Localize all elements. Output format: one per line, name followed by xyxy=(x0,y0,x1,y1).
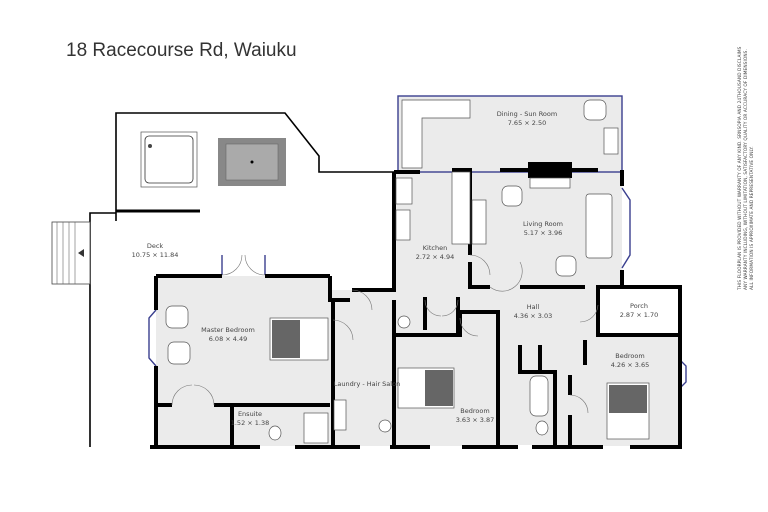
furniture xyxy=(165,99,650,444)
armchair xyxy=(583,99,607,121)
toilet xyxy=(535,420,549,436)
hall-name: Hall xyxy=(527,303,540,311)
armchair xyxy=(167,341,191,365)
laundry-tub xyxy=(333,399,347,431)
living-room-size: 5.17 × 3.96 xyxy=(524,229,563,237)
dining-room-size: 7.65 × 2.50 xyxy=(508,119,547,127)
sofa xyxy=(585,193,613,259)
bedroom-mid-size: 3.63 × 3.87 xyxy=(456,416,495,424)
laundry-name: Laundry - Hair Salon xyxy=(334,380,400,388)
master-bedroom-size: 6.08 × 4.49 xyxy=(209,335,248,343)
property-address-title: 18 Racecourse Rd, Waiuku xyxy=(66,40,297,61)
deck-size: 10.75 × 11.84 xyxy=(132,251,179,259)
deck-area xyxy=(51,112,394,447)
kitchen-island xyxy=(451,171,471,245)
tv-unit xyxy=(471,199,487,245)
door-swings xyxy=(171,254,599,414)
deck-name: Deck xyxy=(147,242,164,250)
basin xyxy=(378,419,392,433)
kitchen-sink xyxy=(395,209,411,241)
side-table xyxy=(603,127,619,155)
bedroom-right-size: 4.26 × 3.65 xyxy=(611,361,650,369)
fireplace xyxy=(528,162,572,178)
bedroom-mid-name: Bedroom xyxy=(460,407,489,415)
shower xyxy=(303,412,329,444)
bed-master xyxy=(269,317,329,361)
deck-left-outline xyxy=(89,212,116,447)
dining-room-name: Dining - Sun Room xyxy=(497,110,557,118)
deck-stairs xyxy=(51,221,91,285)
kitchen-name: Kitchen xyxy=(423,244,447,252)
deck-upper-outline xyxy=(115,112,394,221)
ensuite-name: Ensuite xyxy=(238,410,262,418)
armchair xyxy=(501,185,523,207)
bed-right xyxy=(606,382,650,440)
bed-mid xyxy=(397,367,455,409)
bedroom-right-name: Bedroom xyxy=(615,352,644,360)
walls xyxy=(150,168,682,449)
stove xyxy=(395,177,413,205)
porch-floor xyxy=(598,287,680,335)
armchair xyxy=(165,305,189,329)
kitchen-size: 2.72 × 4.94 xyxy=(416,253,455,261)
living-room-name: Living Room xyxy=(523,220,563,228)
master-bedroom-name: Master Bedroom xyxy=(201,326,255,334)
armchair xyxy=(555,255,577,277)
spa-pool xyxy=(140,131,198,188)
bathtub xyxy=(529,375,549,417)
basin xyxy=(397,315,411,329)
porch-name: Porch xyxy=(630,302,648,310)
hearth xyxy=(529,177,571,189)
toilet xyxy=(268,425,282,441)
porch-size: 2.87 × 1.70 xyxy=(620,311,659,319)
hall-size: 4.36 × 3.03 xyxy=(514,312,553,320)
outdoor-dining-table xyxy=(218,138,286,186)
corner-sofa xyxy=(401,99,471,169)
room-labels: Dining - Sun Room 7.65 × 2.50 Living Roo… xyxy=(132,110,659,427)
ensuite-size: 1.52 × 1.38 xyxy=(231,419,270,427)
